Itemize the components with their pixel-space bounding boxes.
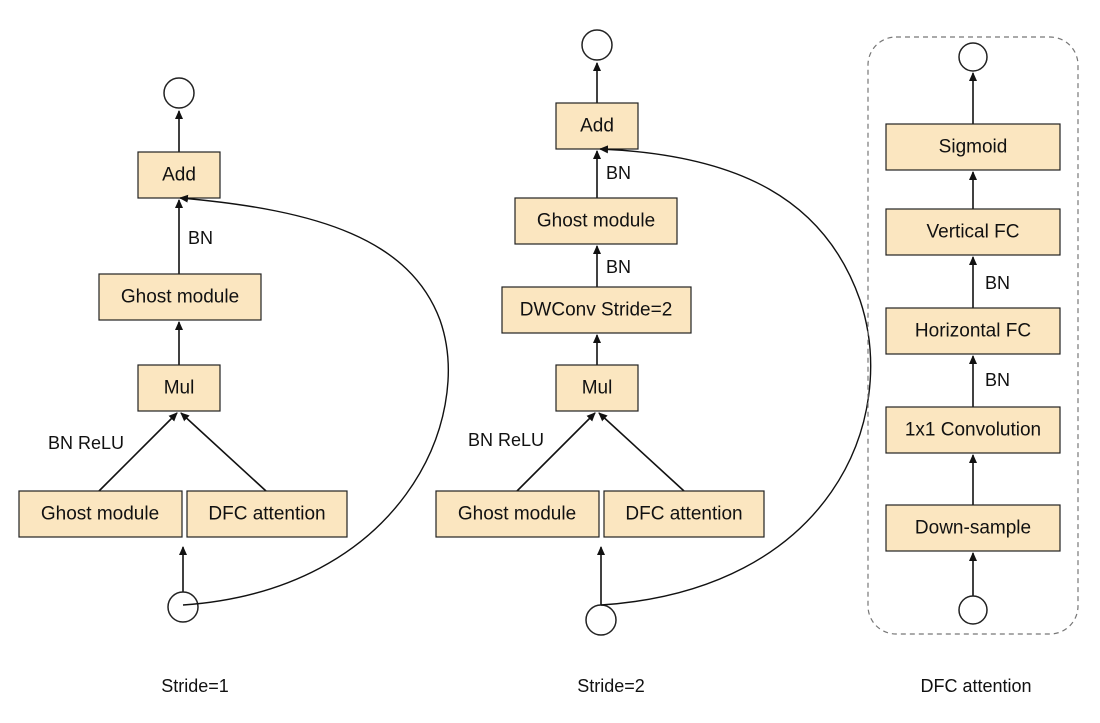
stride1-dfc-attention-label: DFC attention: [208, 504, 325, 525]
dfc-sigmoid-box: [885, 123, 1061, 171]
stride1-mul-label: Mul: [164, 378, 195, 399]
dfc-bn-2-label: BN: [985, 370, 1010, 390]
dfc-vertical-fc-box: [885, 208, 1061, 256]
stride1-ghost-module-bottom-label: Ghost module: [41, 504, 159, 525]
stride1-add-label: Add: [162, 165, 196, 186]
stride1-arrow-dfc-mul: [180, 412, 267, 492]
stride1-ghost-module-bottom-box: [18, 490, 183, 538]
dfc-conv-box: [885, 406, 1061, 454]
stride2-add-box: [555, 102, 639, 150]
dfc-attention-panel: Sigmoid Vertical FC BN Horizontal FC BN …: [867, 36, 1079, 696]
dfc-conv-label: 1x1 Convolution: [905, 420, 1041, 441]
dfc-sigmoid-label: Sigmoid: [939, 137, 1008, 158]
stride1-residual-connection: [179, 194, 449, 606]
stride2-add-label: Add: [580, 116, 614, 137]
stride2-ghost-module-bottom-box: [435, 490, 600, 538]
stride1-bn-label: BN: [188, 228, 213, 248]
dfc-input-node: [958, 595, 988, 625]
dfc-bn-1-label: BN: [985, 273, 1010, 293]
stride2-ghost-module-bottom-label: Ghost module: [458, 504, 576, 525]
dfc-caption: DFC attention: [920, 676, 1031, 696]
stride1-input-node: [167, 591, 199, 623]
stride2-arrow-ghost-mul: [516, 412, 596, 492]
stride1-ghost-module-top-label: Ghost module: [121, 287, 239, 308]
stride1-bn-relu-label: BN ReLU: [48, 433, 124, 453]
dfc-horizontal-fc-box: [885, 307, 1061, 355]
stride1-caption: Stride=1: [161, 676, 229, 696]
stride2-output-node: [581, 29, 613, 61]
stride1-mul-box: [137, 364, 221, 412]
stride2-mul-box: [555, 364, 639, 412]
stride1-block: Add BN Ghost module Mul BN ReLU Ghost mo…: [18, 77, 449, 696]
dfc-down-sample-label: Down-sample: [915, 518, 1031, 539]
dfc-output-node: [958, 42, 988, 72]
stride2-residual-connection: [599, 145, 872, 606]
dfc-horizontal-fc-label: Horizontal FC: [915, 321, 1031, 342]
stride2-dwconv-label: DWConv Stride=2: [520, 300, 673, 321]
stride1-add-box: [137, 151, 221, 199]
stride2-mul-label: Mul: [582, 378, 613, 399]
stride2-dfc-attention-box: [603, 490, 765, 538]
stride2-ghost-module-top-box: [514, 197, 678, 245]
stride2-caption: Stride=2: [577, 676, 645, 696]
stride1-ghost-module-top-box: [98, 273, 262, 321]
stride2-input-node: [585, 604, 617, 636]
stride1-output-node: [163, 77, 195, 109]
dfc-panel-border: [867, 36, 1079, 635]
stride2-dfc-attention-label: DFC attention: [625, 504, 742, 525]
stride2-bn-relu-label: BN ReLU: [468, 430, 544, 450]
stride1-arrow-ghost-mul: [98, 412, 178, 492]
stride2-bn-mid-label: BN: [606, 257, 631, 277]
stride1-dfc-attention-box: [186, 490, 348, 538]
dfc-down-sample-box: [885, 504, 1061, 552]
stride2-ghost-module-top-label: Ghost module: [537, 211, 655, 232]
stride2-dwconv-box: [501, 286, 692, 334]
stride2-arrow-dfc-mul: [598, 412, 685, 492]
dfc-vertical-fc-label: Vertical FC: [927, 222, 1020, 243]
stride2-block: Add BN Ghost module BN DWConv Stride=2 M…: [435, 29, 872, 696]
stride2-bn-top-label: BN: [606, 163, 631, 183]
